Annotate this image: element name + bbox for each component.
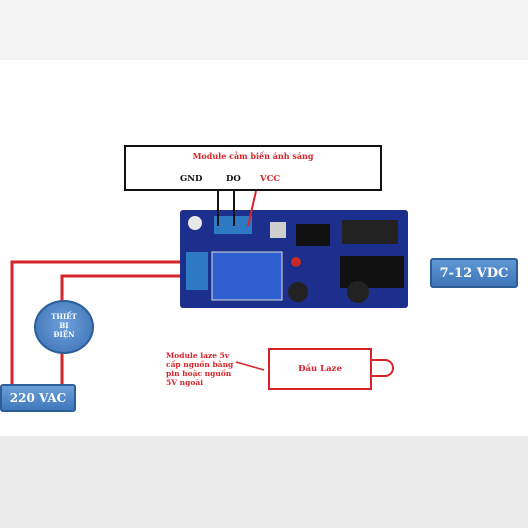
laser-note-line-2: cấp nguồn bằng [166,360,234,369]
bottom-background [0,436,528,528]
dc-power-tag: 7-12 VDC [430,258,518,288]
laser-head-label: Đầu Laze [298,364,342,374]
load-device-bulb: THIẾT BỊ ĐIỆN [34,300,94,354]
pin-vcc-label: VCC [260,174,281,184]
vcc-wire [247,190,257,227]
load-line-1: THIẾT [51,312,77,321]
pin-gnd-label: GND [180,174,203,184]
sensor-module-box: Module cảm biến ánh sáng GND DO VCC [124,145,382,191]
ac-wire-outer [10,260,190,390]
laser-head-box: Đầu Laze [268,348,372,390]
laser-note-line-3: pin hoặc nguồn [166,369,232,378]
laser-note-line-1: Module laze 5v [166,351,230,360]
ac-power-tag: 220 VAC [0,384,76,412]
relay-board [180,210,408,308]
load-line-2: BỊ [59,321,69,330]
sensor-module-title: Module cảm biến ánh sáng [192,151,314,161]
top-background [0,0,528,60]
laser-note: Module laze 5v cấp nguồn bằng pin hoặc n… [166,351,246,387]
load-line-3: ĐIỆN [53,330,75,339]
laser-tip [370,359,394,377]
laser-note-line-4: 5V ngoài [166,378,204,387]
pin-do-label: DO [226,174,241,184]
ac-wire-inner [60,274,190,302]
